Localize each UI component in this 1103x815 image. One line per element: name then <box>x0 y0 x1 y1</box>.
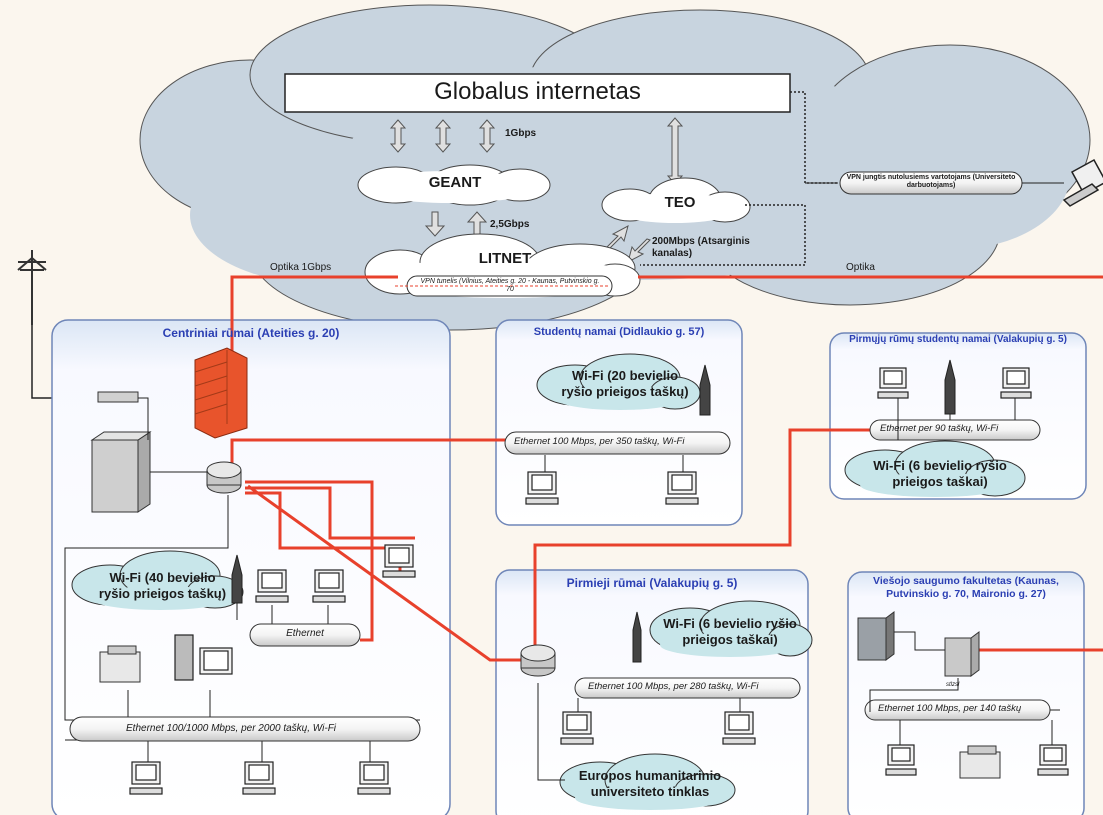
laptop-icon <box>1062 158 1103 207</box>
pirmieji-ethernet: Ethernet 100 Mbps, per 280 taškų, Wi-Fi <box>588 681 759 692</box>
kaunas-server-icons <box>857 611 980 677</box>
pirmuju-studentu-title: Pirmųjų rūmų studentų namai (Valakupių g… <box>849 334 1067 345</box>
printer-icons <box>99 645 1001 779</box>
router-icons <box>206 461 556 677</box>
server-icon <box>90 391 152 513</box>
vpn-tunnel-label: VPN tunelis (Vilnius, Ateities g. 20 - K… <box>420 278 600 293</box>
computer-icons <box>129 367 1069 795</box>
link-1gbps: 1Gbps <box>505 128 537 139</box>
antenna-icons <box>231 359 956 663</box>
pirmieji-title: Pirmieji rūmai (Valakupių g. 5) <box>566 576 738 590</box>
geant-cloud <box>357 164 551 206</box>
pirmieji-wifi: Wi-Fi (6 bevielio ryšio prieigos taškai) <box>663 616 797 647</box>
optika-left: Optika 1Gbps <box>270 262 332 273</box>
studentu-title: Studentų namai (Didlaukio g. 57) <box>533 326 705 338</box>
ehu-network: Europos humanitarinio universiteto tinkl… <box>578 768 722 799</box>
viesojo-device-label: stlzsl <box>946 682 960 688</box>
link-200mbps: 200Mbps (Atsarginis kanalas) <box>652 236 750 259</box>
pole-icon <box>17 250 47 325</box>
central-wifi: Wi-Fi (40 bevielio ryšio prieigos taškų) <box>98 570 227 601</box>
dotted-links <box>640 91 838 266</box>
ethernet-pipes <box>69 419 1051 742</box>
pc-lines <box>544 398 1060 745</box>
teo-cloud <box>601 177 751 223</box>
pirmuju-studentu-wifi: Wi-Fi (6 bevielio ryšio prieigos taškai) <box>873 458 1007 489</box>
geant-label: GEANT <box>428 174 482 191</box>
wifi-clouds <box>71 353 1026 810</box>
optical-links <box>230 275 1103 662</box>
central-ethernet-main: Ethernet 100/1000 Mbps, per 2000 taškų, … <box>126 723 337 734</box>
studentu-ethernet: Ethernet 100 Mbps, per 350 taškų, Wi-Fi <box>514 436 685 447</box>
studentu-wifi: Wi-Fi (20 bevielio ryšio prieigos taškų) <box>561 368 689 399</box>
pirmuju-studentu-ethernet: Ethernet per 90 taškų, Wi-Fi <box>880 423 999 434</box>
viesojo-title: Viešojo saugumo fakultetas (Kaunas, Putv… <box>873 575 1059 600</box>
optika-right: Optika <box>846 262 875 273</box>
link-arrows <box>389 117 684 263</box>
central-title: Centriniai rūmai (Ateities g. 20) <box>162 326 340 340</box>
internet-title: Globalus internetas <box>434 78 641 105</box>
viesojo-ethernet: Ethernet 100 Mbps, per 140 taškų <box>878 703 1022 714</box>
vpn-remote-label: VPN jungtis nutolusiems vartotojams (Uni… <box>846 174 1016 189</box>
central-ethernet-small: Ethernet <box>286 628 324 639</box>
teo-label: TEO <box>664 194 696 211</box>
litnet-label: LITNET <box>478 250 532 267</box>
link-25gbps: 2,5Gbps <box>490 219 530 230</box>
internet-box <box>284 73 791 113</box>
firewall-icon <box>194 347 248 439</box>
